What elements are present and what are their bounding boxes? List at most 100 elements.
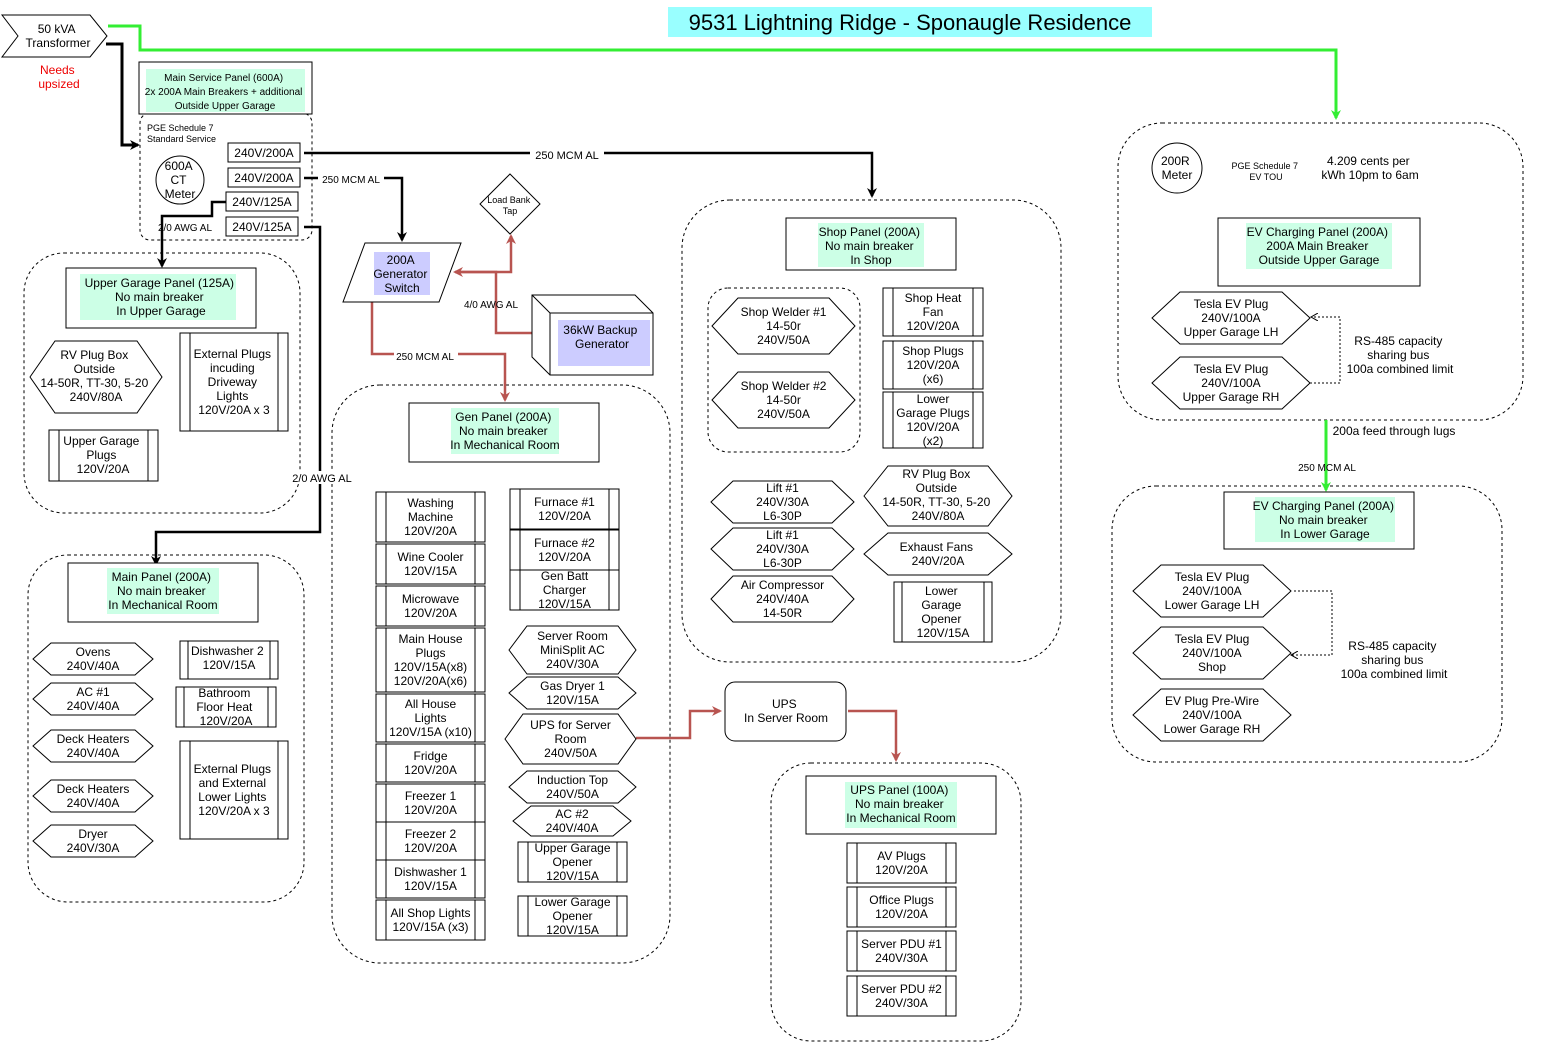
svg-text:240V/200A: 240V/200A: [234, 171, 293, 185]
upper-garage-panel[interactable]: Upper Garage Panel (125A) No main breake…: [65, 267, 257, 329]
main-panel[interactable]: Main Panel (200A) No main breaker In Mec…: [67, 562, 259, 623]
group-main-panel: [27, 554, 305, 903]
upper-garage-external-plugs[interactable]: External Plugs incuding Driveway Lights …: [179, 332, 289, 432]
service-breaker-1[interactable]: 240V/200A: [227, 142, 301, 163]
backup-generator[interactable]: 36kW Backup Generator: [531, 294, 654, 376]
main-panel-label: Main Panel (200A) No main breaker In Mec…: [108, 570, 217, 612]
wire-label-feed-lugs: 200a feed through lugs: [1333, 424, 1456, 438]
transformer-shape[interactable]: [0, 14, 108, 58]
svg-text:RV Plug Box Outside: RV Plug Box Outside 14-50R, TT-30, 5-20 …: [882, 467, 993, 523]
svg-text:36kW Backup Generator: 36kW Backup Generator: [563, 323, 640, 351]
wire-label-main-panel: 2/0 AWG AL: [292, 473, 352, 485]
svg-text:External Plugs incuding: External Plugs incuding Driveway Lights …: [194, 347, 275, 417]
service-breaker-3[interactable]: 240V/125A: [225, 191, 299, 212]
main-bathroom-floor-heat[interactable]: Bathroom Floor Heat 120V/20A: [175, 686, 277, 728]
shop-exhaust-fans[interactable]: Exhaust Fans 240V/20A: [863, 532, 1013, 576]
shop-lower-garage-opener[interactable]: Lower Garage Opener 120V/15A: [893, 581, 993, 643]
ups-panel[interactable]: UPS Panel (100A) No main breaker In Mech…: [805, 775, 997, 835]
ev-charging-panel-lower[interactable]: EV Charging Panel (200A) No main breaker…: [1223, 491, 1415, 550]
ct-meter[interactable]: [155, 155, 205, 205]
wire-label-gen-panel: 250 MCM AL: [396, 352, 454, 363]
upper-garage-plugs[interactable]: Upper Garage Plugs 120V/20A: [48, 429, 159, 482]
svg-text:EV Charging Panel (200A): EV Charging Panel (200A) 200A Main Break…: [1247, 225, 1392, 267]
service-breaker-2[interactable]: 240V/200A: [227, 167, 301, 188]
generator-switch[interactable]: 200A Generator Switch: [342, 242, 462, 303]
ev-rate: 4.209 cents per kWh 10pm to 6am: [1321, 154, 1418, 182]
gen-panel[interactable]: Gen Panel (200A) No main breaker In Mech…: [408, 402, 600, 463]
main-external-plugs[interactable]: External Plugs and External Lower Lights…: [179, 740, 289, 840]
group-welders: [707, 287, 861, 453]
service-breaker-4[interactable]: 240V/125A: [225, 216, 299, 237]
svg-text:Dishwasher 2 120V/15A: Dishwasher 2 120V/15A: [191, 644, 267, 672]
svg-text:200A Generator Swi: 200A Generator Switch: [373, 253, 430, 295]
shop-rv-plug[interactable]: RV Plug Box Outside 14-50R, TT-30, 5-20 …: [863, 465, 1013, 527]
load-bank-wire: [456, 234, 516, 274]
main-dishwasher-2[interactable]: Dishwasher 2 120V/15A: [179, 640, 279, 680]
wire-label-ev-lower: 250 MCM AL: [1298, 463, 1356, 474]
ev-meter-label: 200R Meter: [1161, 154, 1193, 182]
load-bank-tap[interactable]: Load Bank Tap: [479, 173, 541, 235]
ev-charging-panel-upper[interactable]: EV Charging Panel (200A) 200A Main Break…: [1217, 217, 1421, 287]
ups-server-room[interactable]: UPS In Server Room: [724, 681, 847, 742]
main-panel-feed-wire: [151, 225, 322, 566]
green-feed-wire: [108, 24, 1341, 120]
rs485-note-upper: RS-485 capacity sharing bus 100a combine…: [1347, 334, 1454, 376]
group-shop: [681, 199, 1062, 663]
upper-garage-rv-plug[interactable]: RV Plug Box Outside 14-50R, TT-30, 5-20 …: [29, 340, 163, 414]
wire-label-backup-gen: 4/0 AWG AL: [464, 300, 519, 311]
shop-panel[interactable]: Shop Panel (200A) No main breaker In Sho…: [785, 217, 957, 271]
ev-meter[interactable]: [1151, 142, 1203, 194]
